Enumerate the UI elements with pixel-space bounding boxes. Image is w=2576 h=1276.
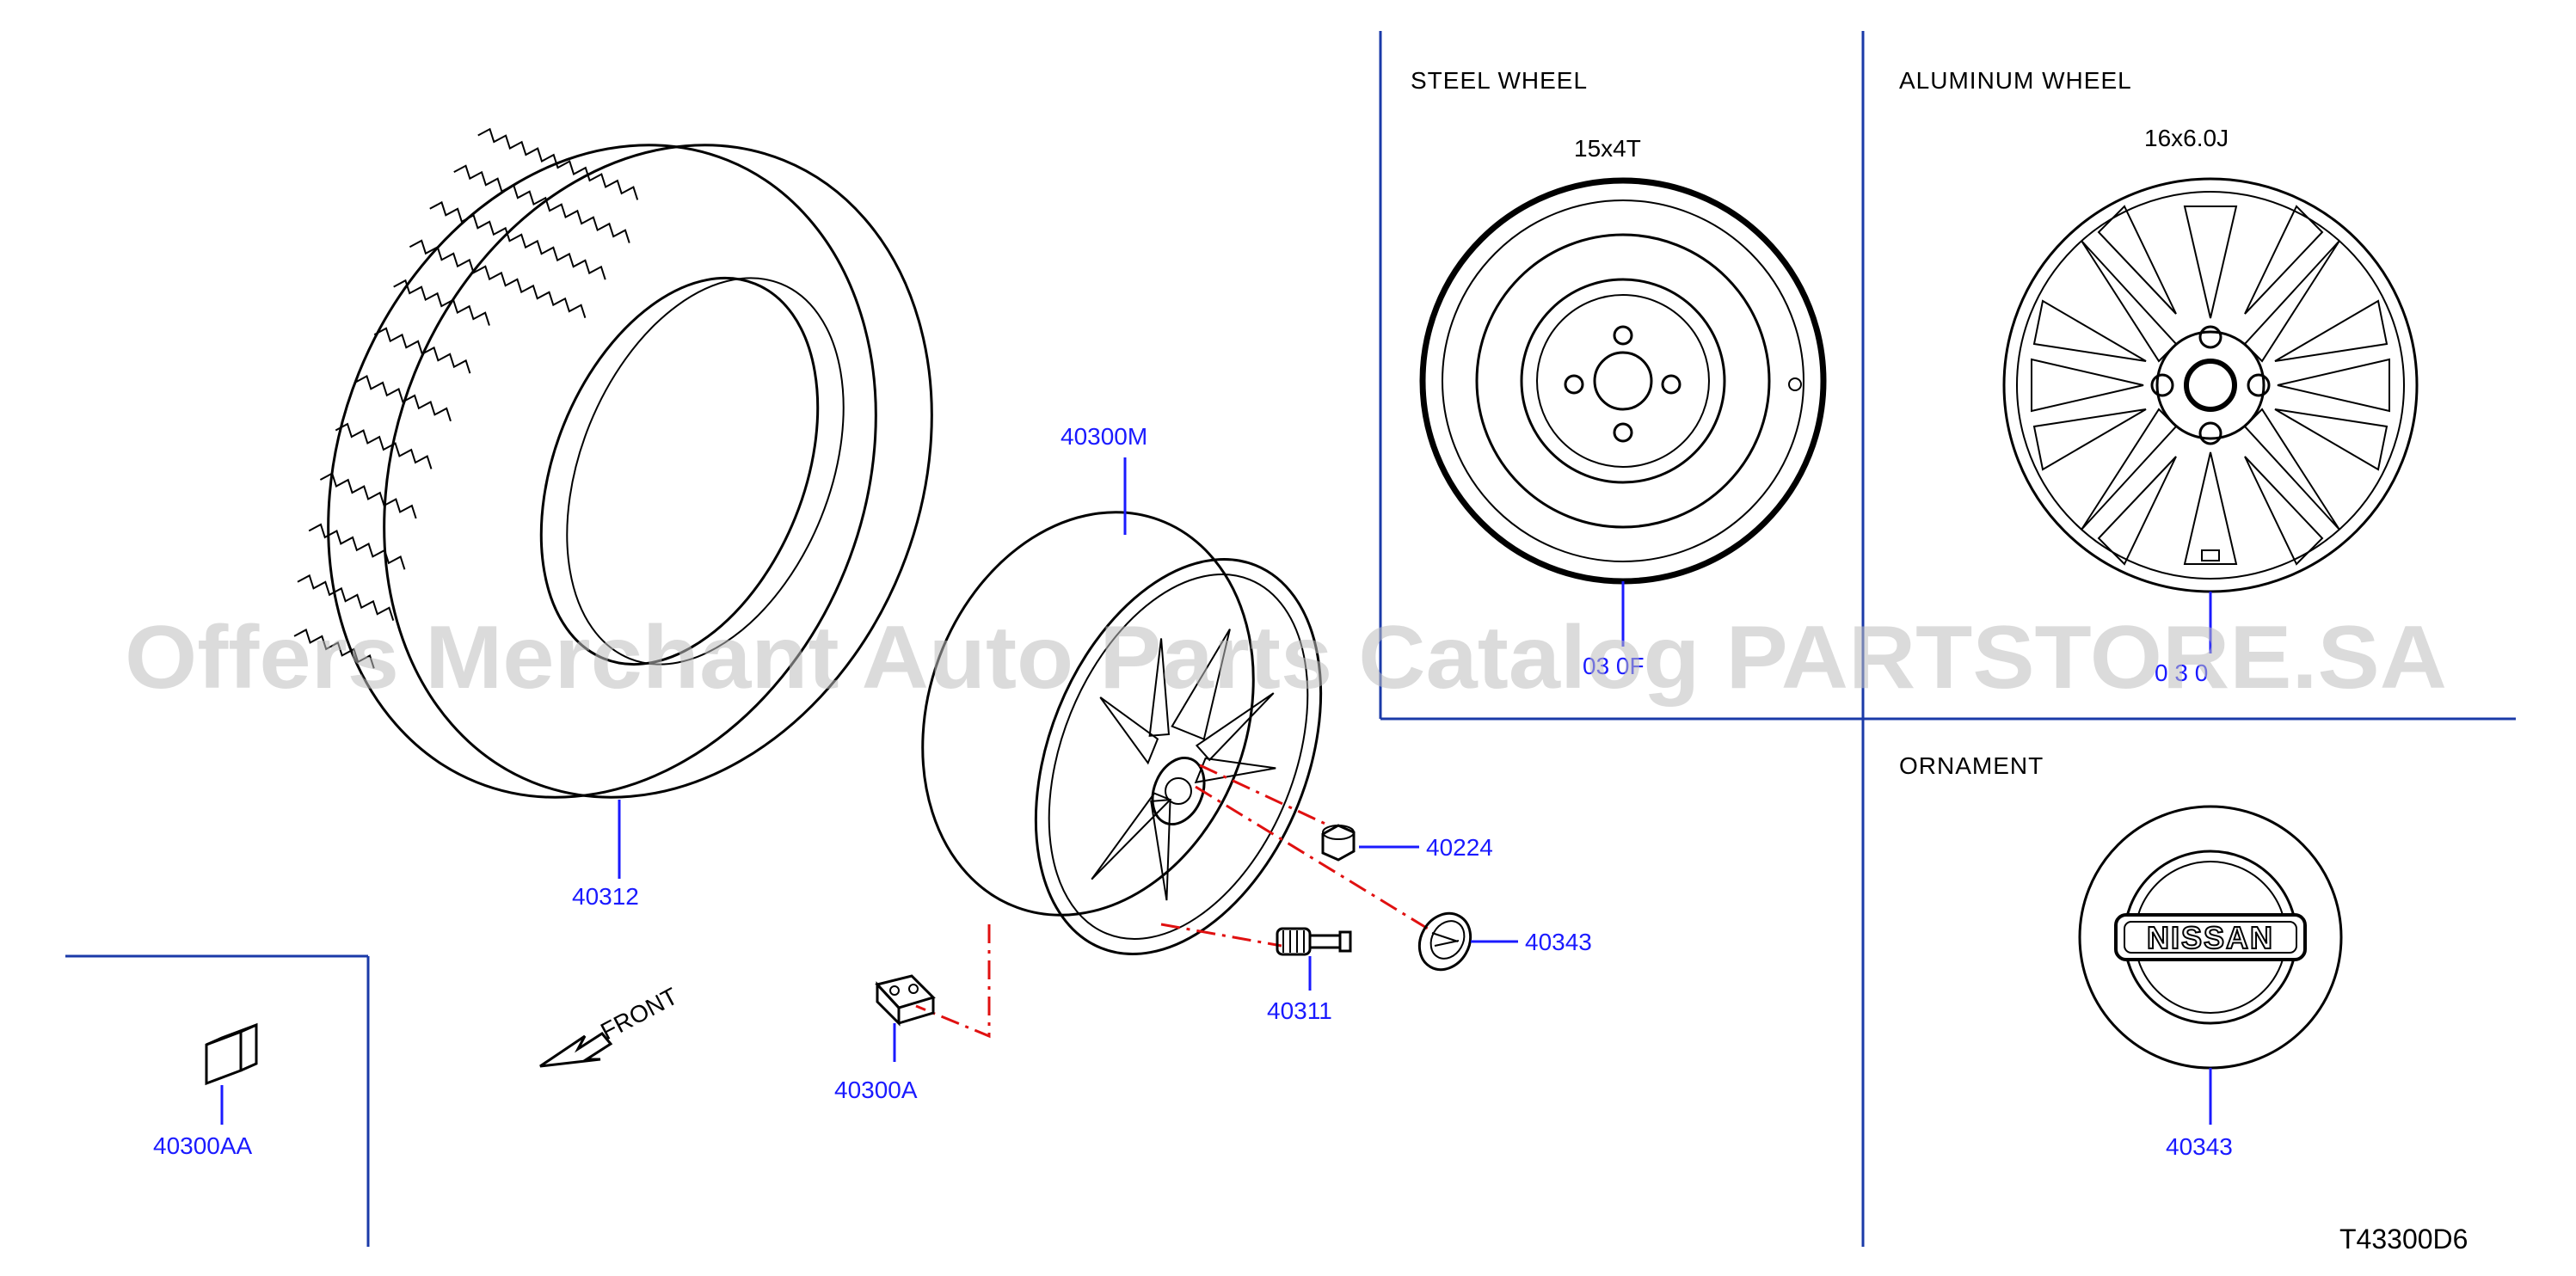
title-steel-wheel: STEEL WHEEL [1411,67,1588,94]
label-40224[interactable]: 40224 [1426,834,1493,861]
ornament-illustration[interactable] [2078,805,2343,1070]
center-cap-illustration[interactable] [1410,905,1480,979]
tire-illustration[interactable] [233,62,1027,880]
label-aluminum-wheel[interactable]: 0 3 0 [2155,659,2208,686]
assembly-line-nut [1199,764,1330,827]
label-steel-wheel[interactable]: 03 0F [1583,653,1645,679]
front-label: FRONT [596,983,682,1046]
label-40343-ornament[interactable]: 40343 [2166,1133,2233,1160]
title-aluminum-wheel: ALUMINUM WHEEL [1899,67,2132,94]
front-arrow-icon [539,1032,613,1068]
spec-aluminum-size: 16x6.0J [2144,125,2229,151]
label-40311[interactable]: 40311 [1267,997,1332,1024]
watermark-text: Offers Merchant Auto Parts Catalog PARTS… [125,608,2447,708]
steel-wheel-illustration[interactable] [1419,177,1827,585]
label-40300AA[interactable]: 40300AA [153,1132,253,1159]
valve-illustration[interactable] [1276,927,1352,956]
sensor-illustration[interactable] [875,974,936,1027]
ornament-brand-text: NISSAN [2147,920,2274,955]
assembly-line-sensor [915,924,991,1039]
label-40300M[interactable]: 40300M [1061,423,1147,450]
label-40343-cap[interactable]: 40343 [1525,929,1592,955]
spec-steel-size: 15x4T [1574,135,1641,162]
label-40300A[interactable]: 40300A [834,1077,918,1103]
assembly-line-cap [1195,785,1429,930]
aluminum-wheel-illustration[interactable] [2002,177,2419,593]
wheel-nut-illustration[interactable] [1321,824,1356,862]
wheel-assembly-illustration[interactable] [868,465,1375,997]
title-ornament: ORNAMENT [1899,752,2044,779]
label-40312[interactable]: 40312 [572,883,639,910]
sensor-part-illustration[interactable] [205,1022,258,1086]
reference-code: T43300D6 [2339,1224,2468,1255]
